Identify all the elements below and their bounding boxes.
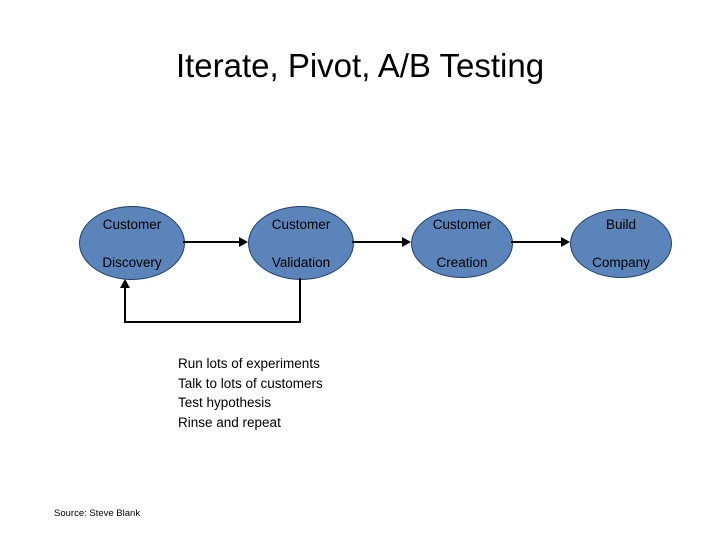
node-label-line2: Company bbox=[592, 255, 650, 270]
arrow-head-icon bbox=[239, 237, 248, 247]
connector-line-segment-down bbox=[299, 278, 301, 323]
notes-list: Run lots of experiments Talk to lots of … bbox=[178, 354, 323, 432]
node-label-line1: Customer bbox=[432, 217, 492, 232]
node-customer-creation[interactable]: Customer Creation bbox=[411, 209, 513, 278]
node-label-line1: Customer bbox=[271, 216, 331, 232]
node-label-line2: Validation bbox=[271, 254, 331, 270]
notes-line: Rinse and repeat bbox=[178, 414, 281, 430]
connector-line-segment-up bbox=[124, 288, 126, 323]
node-label-line2: Discovery bbox=[102, 254, 162, 270]
arrow-head-icon bbox=[120, 279, 130, 288]
source-attribution: Source: Steve Blank bbox=[54, 508, 141, 519]
connector-line bbox=[511, 241, 561, 243]
node-label-line1: Build bbox=[605, 217, 637, 232]
connector-line bbox=[352, 241, 402, 243]
notes-line: Test hypothesis bbox=[178, 395, 272, 410]
page-title: Iterate, Pivot, A/B Testing bbox=[175, 47, 545, 84]
node-customer-validation[interactable]: Customer Validation bbox=[248, 206, 354, 280]
node-label-line1: Customer bbox=[102, 216, 162, 232]
node-customer-discovery[interactable]: Customer Discovery bbox=[79, 206, 185, 280]
connector-line-segment-left bbox=[124, 321, 301, 323]
connector-line bbox=[183, 241, 239, 243]
notes-line: Run lots of experiments bbox=[178, 356, 320, 371]
arrow-head-icon bbox=[561, 237, 570, 247]
node-build-company[interactable]: Build Company bbox=[570, 209, 672, 278]
node-label-line2: Creation bbox=[436, 255, 488, 270]
notes-line: Talk to lots of customers bbox=[178, 375, 323, 391]
arrow-head-icon bbox=[402, 237, 411, 247]
